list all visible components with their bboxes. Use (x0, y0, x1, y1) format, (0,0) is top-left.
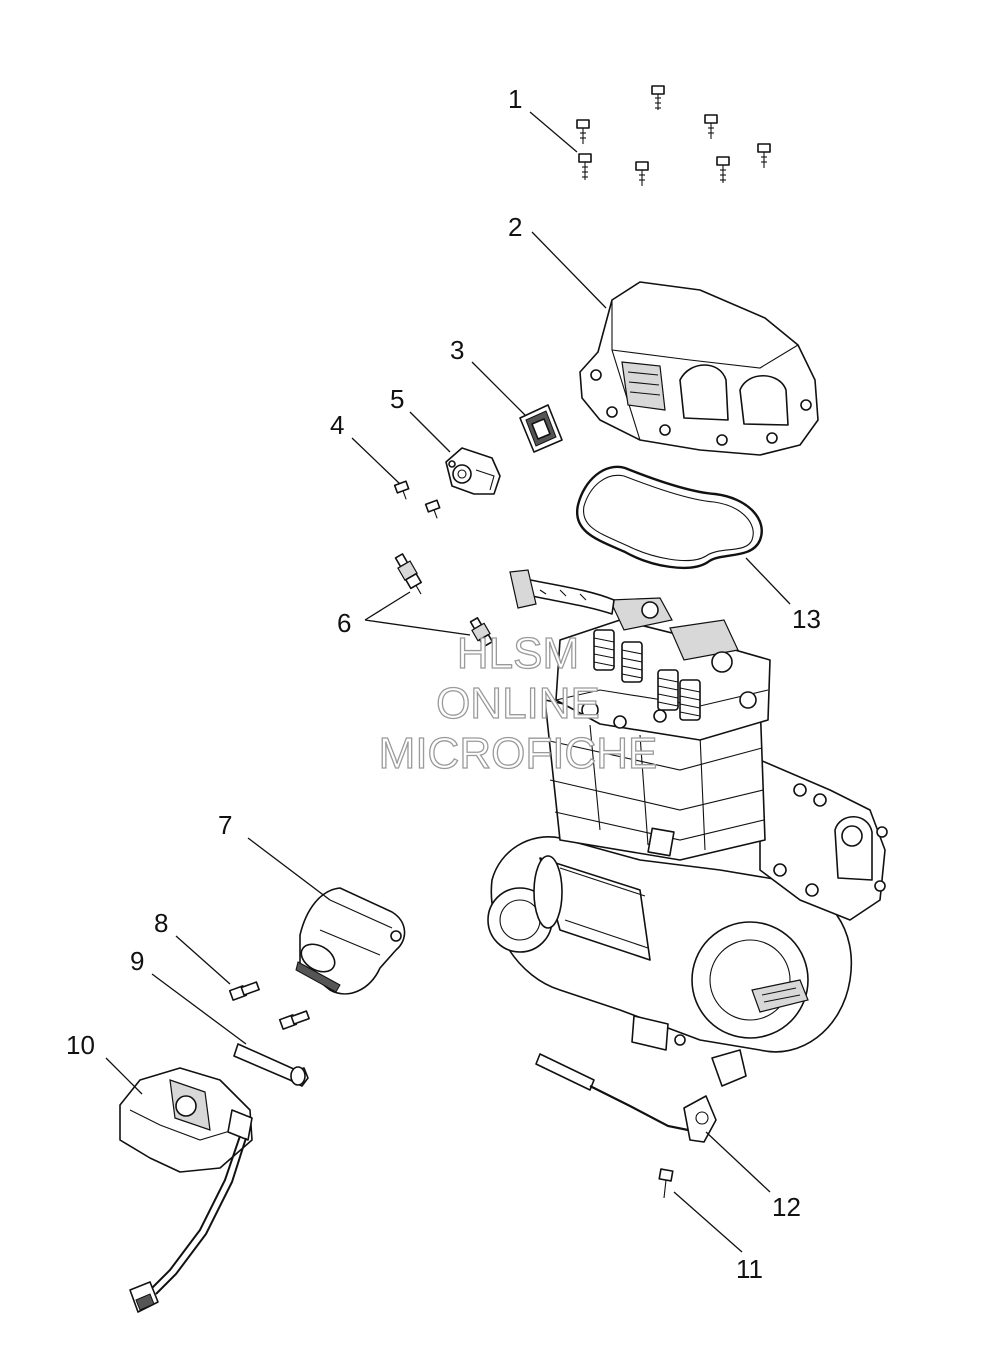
part-4-bolts (393, 480, 441, 519)
part-12-sensor (535, 1053, 717, 1143)
callout-11: 11 (736, 1254, 763, 1284)
callout-5: 5 (390, 384, 404, 414)
part-9-sensor (233, 1043, 309, 1087)
callout-8: 8 (154, 908, 168, 938)
watermark: HLSM ONLINE MICROFICHE (378, 628, 658, 778)
valve-springs (593, 629, 701, 721)
callout-1: 1 (508, 84, 522, 114)
leader-lines (105, 111, 791, 1253)
watermark-line1: HLSM (457, 629, 579, 678)
part-8-bolts (228, 981, 310, 1030)
part-13-gasket (575, 465, 763, 569)
callout-2: 2 (508, 212, 522, 242)
part-3-plate (519, 404, 563, 453)
part-5-sensor (445, 447, 501, 495)
watermark-line2: ONLINE (436, 679, 600, 728)
bolt (578, 153, 592, 180)
callout-7: 7 (218, 810, 232, 840)
bolt (635, 161, 649, 186)
part-2-valve-cover (579, 281, 819, 456)
watermark-line3: MICROFICHE (379, 729, 658, 778)
part-1-bolts (576, 85, 771, 186)
bolt (716, 156, 730, 183)
part-11-screw (658, 1168, 674, 1199)
callout-3: 3 (450, 335, 464, 365)
callout-6: 6 (337, 608, 351, 638)
engine-assembly (487, 569, 888, 1087)
bolt (651, 85, 665, 110)
bolt (576, 119, 590, 144)
callout-10: 10 (66, 1030, 95, 1060)
bolt (704, 114, 718, 139)
part-6-spark-plugs (394, 553, 494, 648)
part-10-throttle-body (119, 1067, 253, 1313)
callout-labels: 1 2 3 4 5 6 7 8 9 10 11 12 13 (66, 84, 821, 1284)
callout-12: 12 (772, 1192, 801, 1222)
callout-9: 9 (130, 946, 144, 976)
callout-4: 4 (330, 410, 344, 440)
bolt (757, 143, 771, 168)
part-7-intake-boot (295, 887, 406, 995)
callout-13: 13 (792, 604, 821, 634)
